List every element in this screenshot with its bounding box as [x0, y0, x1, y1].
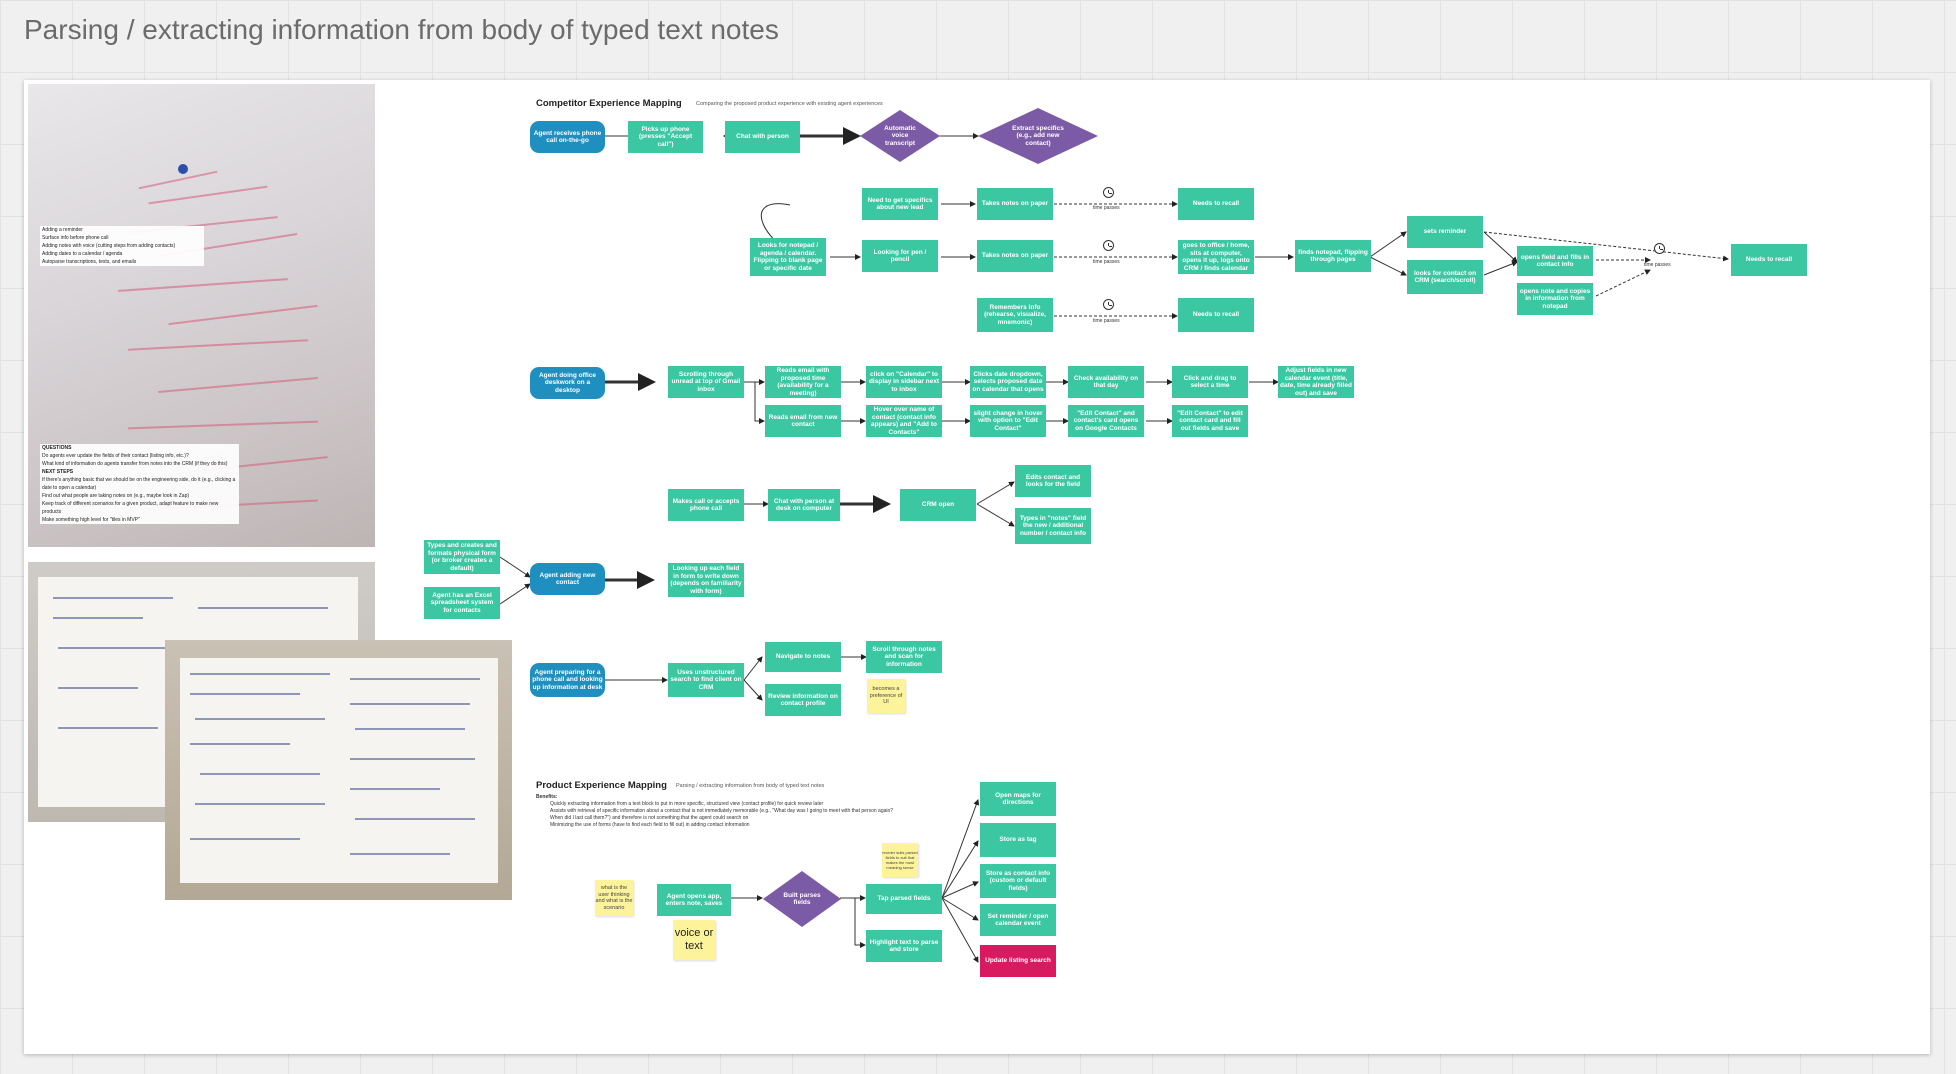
finds-notepad-node[interactable]: finds notepad, flipping through pages — [1295, 240, 1371, 272]
reads-contact-node[interactable]: Reads email from new contact — [765, 405, 841, 437]
clicks-date-node[interactable]: Clicks date dropdown, selects proposed d… — [970, 366, 1046, 398]
tap-parsed-node[interactable]: Tap parsed fields — [866, 884, 942, 914]
product-title: Product Experience Mapping — [536, 780, 667, 791]
need-specifics-node[interactable]: Need to get specifics about new lead — [862, 188, 938, 220]
built-parses-diamond[interactable]: Built parses fields — [763, 871, 841, 927]
competitor-subtitle: Comparing the proposed product experienc… — [696, 101, 883, 107]
goes-office-node[interactable]: goes to office / home, sits at computer,… — [1178, 240, 1254, 274]
looks-crm-node[interactable]: looks for contact on CRM (search/scroll) — [1407, 260, 1483, 294]
row3-start-node[interactable]: Agent doing office deskwork on a desktop — [530, 367, 605, 399]
time-passes-label: time passes — [1093, 318, 1120, 324]
types-creates-node[interactable]: Types and creates and formats physical f… — [424, 540, 500, 574]
clock-icon — [1103, 187, 1114, 198]
magnet-icon — [178, 164, 188, 174]
chat-desk-node[interactable]: Chat with person at desk on computer — [768, 489, 840, 521]
row5-start-node[interactable]: Agent adding new contact — [530, 563, 605, 595]
needs-recall-3-node[interactable]: Needs to recall — [1731, 244, 1807, 276]
store-tag-node[interactable]: Store as tag — [980, 823, 1056, 857]
edit-fill-node[interactable]: "Edit Contact" to edit contact card and … — [1172, 405, 1248, 437]
row6-start-node[interactable]: Agent preparing for a phone call and loo… — [530, 663, 605, 697]
looking-field-node[interactable]: Looking up each field in form to write d… — [668, 563, 744, 597]
competitor-title: Competitor Experience Mapping — [536, 98, 682, 109]
looking-pen-node[interactable]: Looking for pen / pencil — [862, 240, 938, 272]
adjust-fields-node[interactable]: Adjust fields in new calendar event (tit… — [1278, 366, 1354, 398]
needs-recall-2-node[interactable]: Needs to recall — [1178, 298, 1254, 332]
row1-start-node[interactable]: Agent receives phone call on-the-go — [530, 121, 605, 153]
uses-search-node[interactable]: Uses unstructured search to find client … — [668, 663, 744, 697]
update-listing-node[interactable]: Update listing search — [980, 945, 1056, 977]
row1-pickup-node[interactable]: Picks up phone (presses "Accept call") — [628, 121, 703, 153]
board-title: Parsing / extracting information from bo… — [24, 14, 779, 45]
product-subtitle: Parsing / extracting information from bo… — [676, 783, 825, 789]
opens-app-node[interactable]: Agent opens app, enters note, saves — [657, 884, 731, 916]
makes-call-node[interactable]: Makes call or accepts phone call — [668, 489, 744, 521]
review-info-node[interactable]: Review information on contact profile — [765, 684, 841, 716]
row1-transcript-diamond[interactable]: Automatic voice transcript — [860, 110, 940, 162]
whiteboard-questions: QUESTIONS Do agents ever update the fiel… — [40, 444, 239, 524]
scroll-notes-node[interactable]: Scroll through notes and scan for inform… — [866, 641, 942, 673]
reads-proposed-node[interactable]: Reads email with proposed time (availabi… — [765, 366, 841, 398]
sticky-note[interactable]: reorder suits parsed fields to suit that… — [882, 843, 918, 877]
row1-extract-diamond[interactable]: Extract specifics (e.g., add new contact… — [978, 108, 1098, 164]
whiteboard-photo[interactable]: Adding a reminder Surface info before ph… — [28, 84, 375, 547]
notebook-photo-2[interactable] — [165, 640, 512, 900]
navigate-notes-node[interactable]: Navigate to notes — [765, 642, 841, 672]
check-availability-node[interactable]: Check availability on that day — [1068, 366, 1144, 398]
click-drag-node[interactable]: Click and drag to select a time — [1172, 366, 1248, 398]
needs-recall-1-node[interactable]: Needs to recall — [1178, 188, 1254, 220]
edits-contact-node[interactable]: Edits contact and looks for the field — [1015, 465, 1091, 497]
scrolling-node[interactable]: Scrolling through unread at top of Gmail… — [668, 366, 744, 398]
sticky-note[interactable]: voice or text — [673, 920, 715, 960]
clock-icon — [1103, 299, 1114, 310]
hover-node[interactable]: Hover over name of contact (contact info… — [866, 405, 942, 437]
open-maps-node[interactable]: Open maps for directions — [980, 782, 1056, 816]
sticky-note[interactable]: what is the user thinking and what is th… — [595, 880, 633, 916]
slight-change-node[interactable]: slight change in hover with option to "E… — [970, 405, 1046, 437]
sets-reminder-node[interactable]: sets reminder — [1407, 216, 1483, 248]
types-notes-node[interactable]: Types in "notes" field the new / additio… — [1015, 508, 1091, 544]
whiteboard-notes-list: Adding a reminder Surface info before ph… — [40, 226, 204, 266]
excel-node[interactable]: Agent has an Excel spreadsheet system fo… — [424, 587, 500, 619]
click-calendar-node[interactable]: click on "Calendar" to display in sideba… — [866, 366, 942, 398]
row1-chat-node[interactable]: Chat with person — [725, 121, 800, 153]
looks-notepad-node[interactable]: Looks for notepad / agenda / calendar. F… — [750, 238, 826, 276]
opens-field-node[interactable]: opens field and fills in contact info — [1517, 246, 1593, 276]
remembers-node[interactable]: Remembers info (rehearse, visualize, mne… — [977, 298, 1053, 332]
takes-notes-2-node[interactable]: Takes notes on paper — [977, 240, 1053, 272]
takes-notes-1-node[interactable]: Takes notes on paper — [977, 188, 1053, 220]
clock-icon — [1103, 240, 1114, 251]
time-passes-label: time passes — [1093, 205, 1120, 211]
edit-contact-opens-node[interactable]: "Edit Contact" and contact's card opens … — [1068, 405, 1144, 437]
time-passes-label: time passes — [1644, 262, 1671, 268]
store-contact-node[interactable]: Store as contact info (custom or default… — [980, 864, 1056, 898]
benefits-list: Benefits: Quickly extracting information… — [536, 794, 894, 828]
crm-open-node[interactable]: CRM open — [900, 489, 976, 521]
clock-icon — [1654, 243, 1665, 254]
opens-note-node[interactable]: opens note and copies in information fro… — [1517, 283, 1593, 315]
highlight-node[interactable]: Highlight text to parse and store — [866, 930, 942, 962]
set-reminder-node[interactable]: Set reminder / open calendar event — [980, 904, 1056, 936]
time-passes-label: time passes — [1093, 259, 1120, 265]
sticky-note[interactable]: becomes a preference of UI — [867, 679, 905, 713]
